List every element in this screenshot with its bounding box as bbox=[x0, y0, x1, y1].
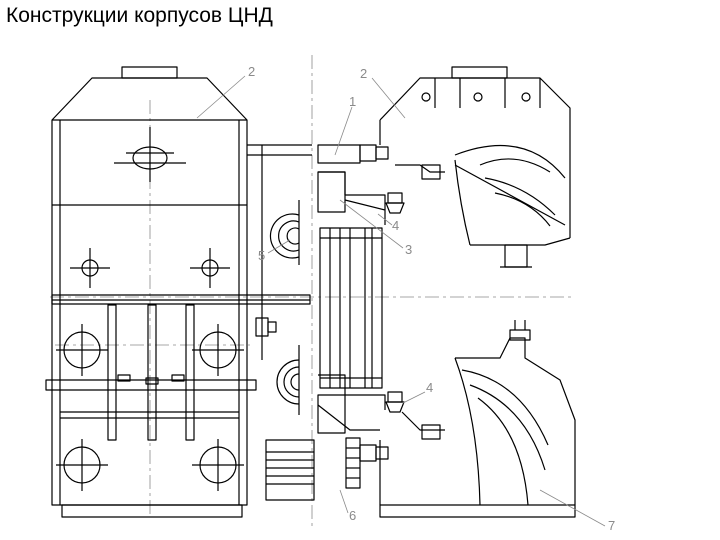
expansion-joint-6 bbox=[265, 439, 315, 501]
callout-2-left: 2 bbox=[248, 64, 255, 79]
callout-4-top: 4 bbox=[392, 218, 399, 233]
callout-1: 1 bbox=[349, 94, 356, 109]
rotor-seal-4 bbox=[345, 164, 445, 489]
center-axes bbox=[50, 55, 575, 530]
casing-outer-left bbox=[51, 66, 248, 518]
lower-casing-left bbox=[45, 304, 257, 491]
inner-casing-1 bbox=[317, 144, 389, 434]
callout-3: 3 bbox=[405, 242, 412, 257]
bosses-left bbox=[70, 248, 230, 288]
manhole-top-left bbox=[114, 127, 186, 182]
leader-lines bbox=[196, 75, 606, 527]
exhaust-frame-middle bbox=[247, 144, 312, 415]
callout-5: 5 bbox=[258, 248, 265, 263]
callout-7: 7 bbox=[608, 518, 615, 533]
slide-title: Конструкции корпусов ЦНД bbox=[6, 4, 273, 27]
callout-2-right: 2 bbox=[360, 66, 367, 81]
callout-4-bottom: 4 bbox=[426, 380, 433, 395]
callouts: 2 2 1 4 3 5 4 6 7 bbox=[248, 64, 615, 533]
upper-exhaust-hood-right bbox=[379, 66, 571, 268]
callout-6: 6 bbox=[349, 508, 356, 523]
horizontal-flange-left bbox=[51, 294, 311, 305]
lower-exhaust-hood-right bbox=[379, 320, 576, 518]
